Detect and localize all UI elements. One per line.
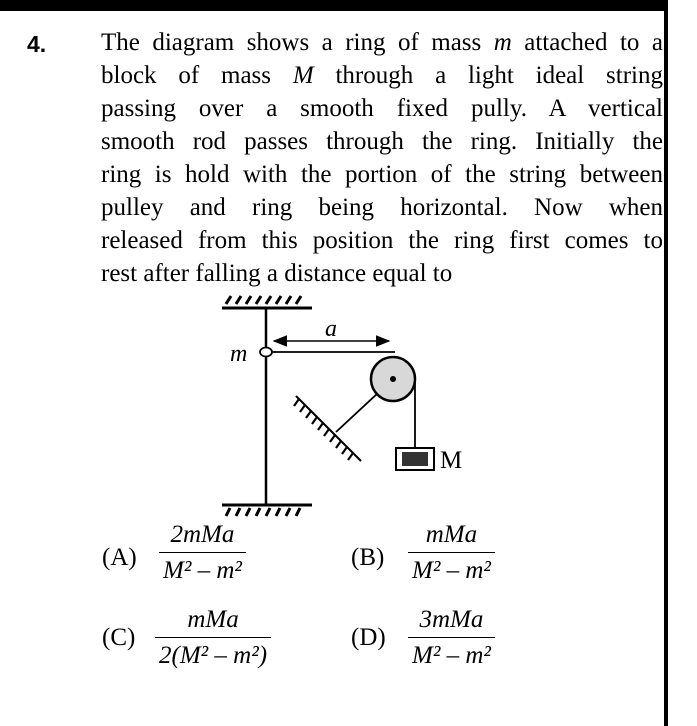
fraction-bar bbox=[159, 552, 246, 554]
option-a-denominator: M² – m² bbox=[163, 557, 242, 585]
question-line-3: passing over a smooth fixed pully. A ver… bbox=[101, 95, 663, 122]
question-line-8: rest after falling a distance equal to bbox=[101, 260, 453, 287]
ring bbox=[259, 346, 273, 358]
question-text: The diagram shows a ring of mass m attac… bbox=[101, 26, 663, 290]
question-line-4: smooth rod passes through the ring. Init… bbox=[101, 128, 663, 155]
right-border bbox=[664, 0, 668, 726]
option-b-numerator: mMa bbox=[425, 521, 478, 548]
option-a-numerator: 2mMa bbox=[170, 521, 235, 548]
option-a-expression[interactable]: 2mMa M² – m² bbox=[159, 520, 246, 586]
distance-label: a bbox=[325, 316, 337, 342]
option-c-denominator: 2(M² – m²) bbox=[159, 642, 268, 670]
option-d-denominator: M² – m² bbox=[412, 642, 491, 670]
fraction-bar bbox=[408, 637, 495, 639]
option-c-expression[interactable]: mMa 2(M² – m²) bbox=[155, 605, 272, 671]
option-d-label[interactable]: (D) bbox=[351, 624, 386, 651]
option-b-expression[interactable]: mMa M² – m² bbox=[408, 520, 495, 586]
top-border bbox=[0, 0, 668, 11]
floor-support bbox=[222, 503, 312, 517]
question-line-6: pulley and ring being horizontal. Now wh… bbox=[101, 194, 663, 221]
question-number: 4. bbox=[27, 31, 47, 57]
question-line-2: block of mass M through a light ideal st… bbox=[101, 62, 663, 89]
option-c-label[interactable]: (C) bbox=[102, 624, 136, 651]
block bbox=[395, 447, 435, 471]
question-line-7: released from this position the ring fir… bbox=[101, 227, 663, 254]
option-a-label[interactable]: (A) bbox=[102, 544, 137, 571]
ring-mass-label: m bbox=[230, 341, 247, 367]
option-b-denominator: M² – m² bbox=[412, 557, 491, 585]
fraction-bar bbox=[408, 552, 495, 554]
question-line-5: ring is hold with the portion of the str… bbox=[101, 161, 663, 188]
ceiling-support bbox=[222, 295, 312, 310]
option-c-numerator: mMa bbox=[187, 606, 239, 633]
pulley bbox=[369, 355, 417, 403]
wall-mount bbox=[293, 395, 362, 462]
option-d-expression[interactable]: 3mMa M² – m² bbox=[408, 605, 495, 671]
block-mass-label: M bbox=[440, 447, 462, 474]
option-b-label[interactable]: (B) bbox=[351, 544, 385, 571]
option-d-numerator: 3mMa bbox=[419, 606, 484, 633]
fraction-bar bbox=[155, 637, 272, 639]
question-line-1: The diagram shows a ring of mass m attac… bbox=[101, 29, 663, 56]
